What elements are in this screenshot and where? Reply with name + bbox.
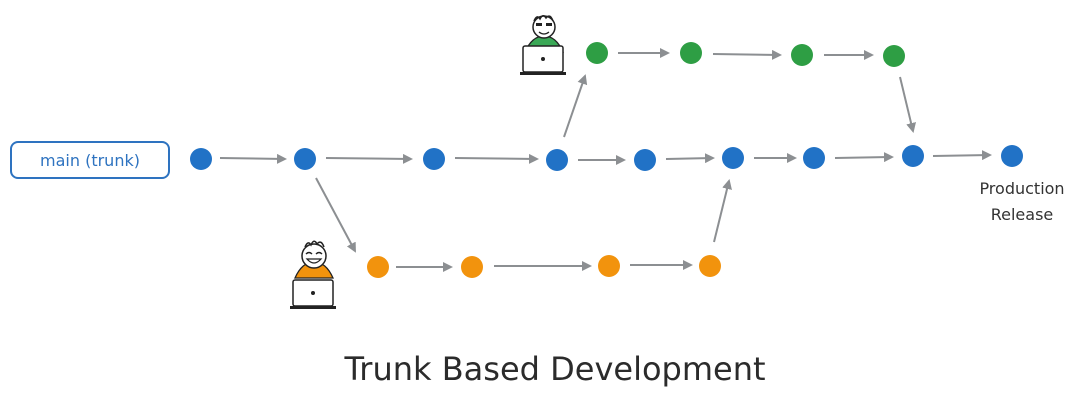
trunk-commit-node: [423, 148, 445, 170]
developer-with-laptop-icon: [290, 240, 336, 309]
trunk-commit-node: [294, 148, 316, 170]
trunk-commit-node: [546, 149, 568, 171]
feature-branch-commit-node-top: [586, 42, 608, 64]
feature-branch-commit-node-bottom: [367, 256, 389, 278]
trunk-commit-node: [722, 147, 744, 169]
trunk-commit-node: [634, 149, 656, 171]
commit-nodes: [190, 42, 1023, 278]
feature-branch-commit-node-top: [791, 44, 813, 66]
feature-branch-commit-node-top: [680, 42, 702, 64]
trunk-commit-node: [902, 145, 924, 167]
developer-with-laptop-icon: [520, 15, 566, 75]
feature-branch-commit-node-top: [883, 45, 905, 67]
production-release-label: Production Release: [979, 179, 1065, 224]
diagram-title: Trunk Based Development: [344, 350, 766, 388]
trunk-branch-label: main (trunk): [10, 141, 170, 179]
feature-branch-commit-node-bottom: [598, 255, 620, 277]
feature-branch-commit-node-bottom: [699, 255, 721, 277]
trunk-commit-node: [803, 147, 825, 169]
feature-branch-commit-node-bottom: [461, 256, 483, 278]
trunk-commit-node: [190, 148, 212, 170]
connector-arrows: [219, 48, 992, 272]
trunk-commit-node: [1001, 145, 1023, 167]
